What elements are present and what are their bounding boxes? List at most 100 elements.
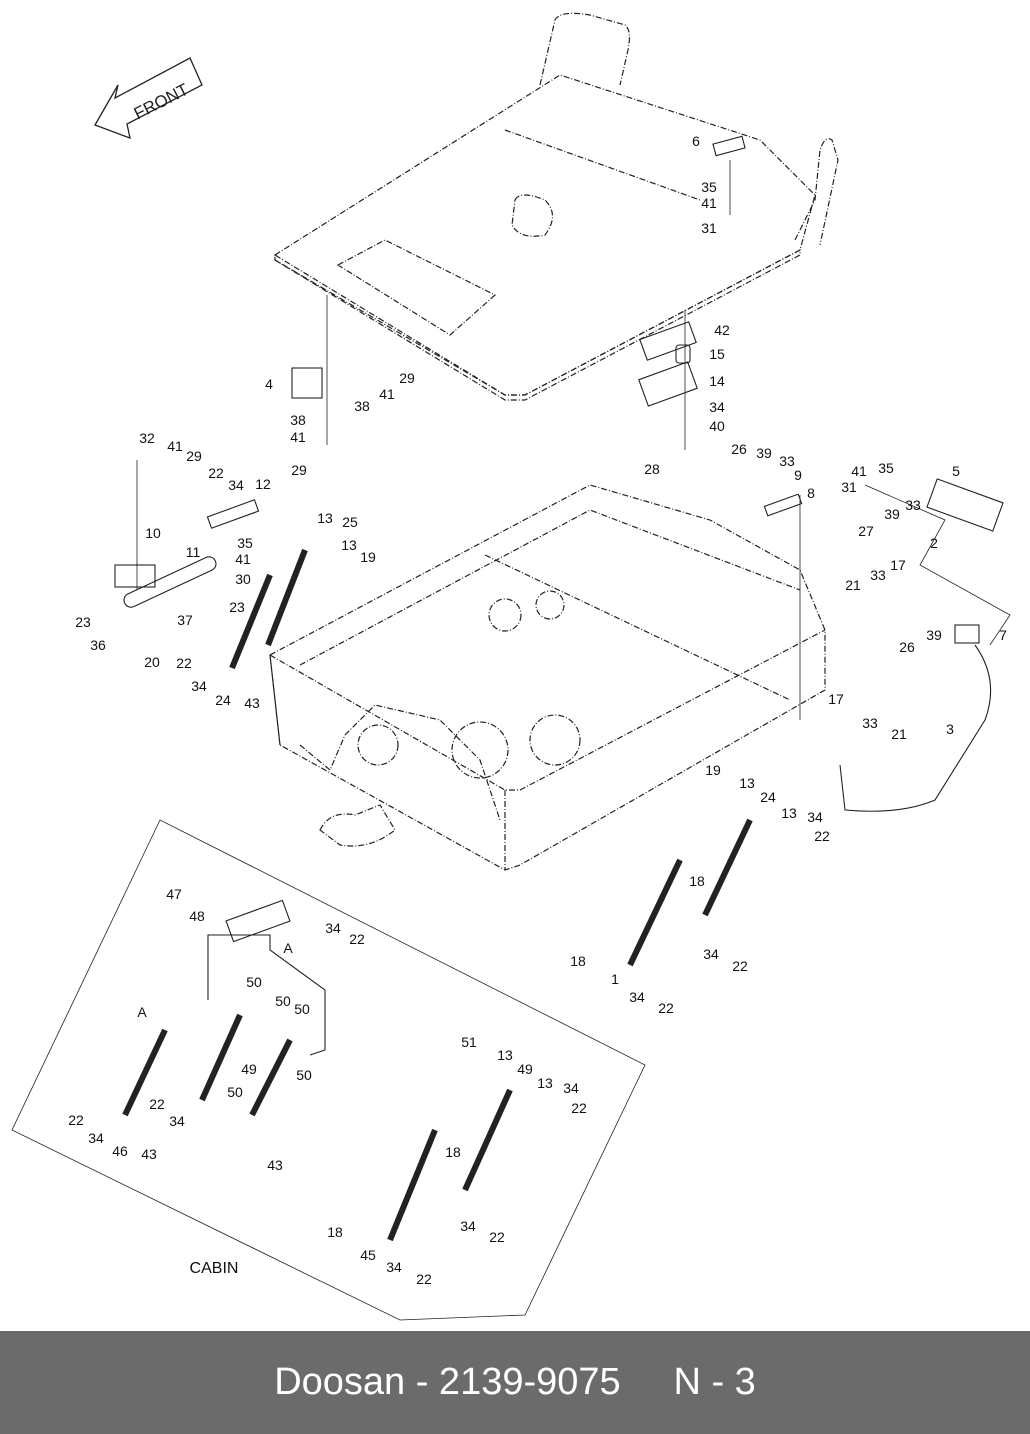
callout-number: 51	[461, 1034, 477, 1050]
footer-bar: Doosan - 2139-9075 N - 3	[0, 1331, 1030, 1434]
callout-number: 22	[416, 1271, 432, 1287]
callout-number: 19	[705, 762, 721, 778]
callout-number: 38	[290, 412, 306, 428]
callout-number: 31	[701, 220, 717, 236]
callout-number: 43	[244, 695, 260, 711]
callout-number: 22	[176, 655, 192, 671]
callout-number: 27	[858, 523, 874, 539]
callout-number: 50	[246, 974, 262, 990]
callout-number: 41	[379, 386, 395, 402]
callout-number: 13	[341, 537, 357, 553]
callout-number: 18	[689, 873, 705, 889]
callout-number: 22	[149, 1096, 165, 1112]
callout-number: 22	[349, 931, 365, 947]
callout-number: 34	[386, 1259, 402, 1275]
callout-number: 22	[814, 828, 830, 844]
callout-number: 1	[611, 971, 619, 987]
callout-number: 34	[807, 809, 823, 825]
callout-number: 46	[112, 1143, 128, 1159]
exploded-view-drawing: FRONT	[11, 12, 1011, 1321]
callout-number: 11	[185, 544, 201, 560]
front-label: FRONT	[131, 80, 192, 124]
callout-number: 26	[899, 639, 915, 655]
callout-number: 9	[794, 467, 802, 483]
callout-number: 18	[327, 1224, 343, 1240]
callout-number: 21	[891, 726, 907, 742]
callout-number: 41	[701, 195, 717, 211]
callout-number: 33	[870, 567, 886, 583]
callout-number: 13	[739, 775, 755, 791]
callout-number: 39	[756, 445, 772, 461]
callout-number: 26	[731, 441, 747, 457]
callout-number: A	[283, 940, 293, 956]
callout-number: 34	[191, 678, 207, 694]
front-arrow-icon: FRONT	[94, 57, 203, 140]
callout-number: 43	[141, 1146, 157, 1162]
callout-number: 41	[235, 551, 251, 567]
callout-number: 45	[360, 1247, 376, 1263]
callout-number: 24	[215, 692, 231, 708]
callout-number: 41	[851, 463, 867, 479]
footer-text: Doosan - 2139-9075 N - 3	[274, 1361, 756, 1403]
callout-number: 13	[537, 1075, 553, 1091]
callout-number: 36	[90, 637, 106, 653]
callout-number: 38	[354, 398, 370, 414]
callout-number: 35	[237, 535, 253, 551]
callout-number: 20	[144, 654, 160, 670]
callout-number: 48	[189, 908, 205, 924]
callout-number: 32	[139, 430, 155, 446]
callout-number: 10	[145, 525, 161, 541]
callout-number: 5	[952, 463, 960, 479]
callout-number: 29	[399, 370, 415, 386]
callout-number: 35	[878, 460, 894, 476]
callout-number: 15	[709, 346, 725, 362]
callout-number: 19	[360, 549, 376, 565]
callout-number: 37	[177, 612, 193, 628]
leader-lines	[136, 160, 1011, 720]
callout-number: 33	[905, 497, 921, 513]
callout-number: 12	[255, 476, 271, 492]
cabin-region-outline	[11, 819, 646, 1321]
callout-number: 34	[88, 1130, 104, 1146]
parts	[114, 135, 1004, 1242]
callout-number: 22	[68, 1112, 84, 1128]
callout-number: 34	[228, 477, 244, 493]
callout-number: 50	[294, 1001, 310, 1017]
callout-number: 31	[841, 479, 857, 495]
callout-number: 34	[325, 920, 341, 936]
callout-number: 21	[845, 577, 861, 593]
callout-number: 49	[241, 1061, 257, 1077]
callout-number: 29	[186, 448, 202, 464]
cabin-floor-plate	[274, 12, 839, 401]
hinge-bracket	[291, 367, 323, 399]
callout-number: 41	[290, 429, 306, 445]
callout-number: 42	[714, 322, 730, 338]
cabin-label: CABIN	[189, 1260, 239, 1277]
callout-number: 18	[570, 953, 586, 969]
callout-number: 34	[703, 946, 719, 962]
callout-number: 34	[563, 1080, 579, 1096]
callout-number: 17	[828, 691, 844, 707]
callout-number: 39	[926, 627, 942, 643]
callout-number: 39	[884, 506, 900, 522]
callout-number: 22	[732, 958, 748, 974]
callout-number: 23	[229, 599, 245, 615]
callout-number: 43	[267, 1157, 283, 1173]
callout-number: 22	[571, 1100, 587, 1116]
callout-number: 41	[167, 438, 183, 454]
callout-number: 3	[946, 721, 954, 737]
callout-number: 35	[701, 179, 717, 195]
callout-number: 13	[317, 510, 333, 526]
callout-number: 4	[265, 376, 273, 392]
callout-number: 25	[342, 514, 358, 530]
callout-number: 13	[781, 805, 797, 821]
callout-number: 47	[166, 886, 182, 902]
callout-number: 17	[890, 557, 906, 573]
callout-number: 14	[709, 373, 725, 389]
callout-number: 23	[75, 614, 91, 630]
callout-number: 34	[709, 399, 725, 415]
callout-number: 34	[460, 1218, 476, 1234]
callout-number: 34	[169, 1113, 185, 1129]
callout-number: 7	[999, 627, 1007, 643]
